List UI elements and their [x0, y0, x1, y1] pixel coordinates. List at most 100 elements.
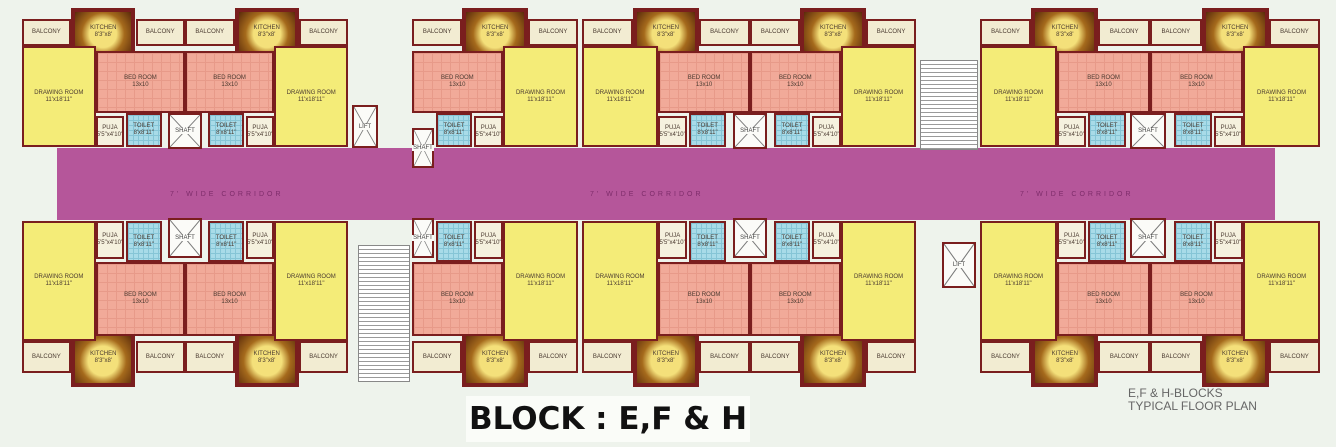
shaft: SHAFT: [733, 218, 767, 258]
balcony-label: BALCONY: [710, 353, 739, 360]
kitchen-label: 8'3"x8': [657, 358, 675, 365]
balcony: BALCONY: [185, 19, 235, 47]
balcony: BALCONY: [750, 19, 801, 47]
drawing-room-label: DRAWING ROOM: [286, 274, 336, 281]
kitchen-label: KITCHEN: [1221, 351, 1249, 358]
lift-label: LIFT: [951, 262, 967, 268]
drawing-room-label: 11'x18'11": [297, 96, 325, 103]
balcony: BALCONY: [527, 341, 579, 374]
balcony-label: BALCONY: [32, 353, 61, 360]
kitchen-label: 8'3"x8': [486, 358, 504, 365]
kitchen-label: KITCHEN: [819, 351, 847, 358]
puja-room-label: PUJA: [818, 124, 835, 131]
corridor-label: 7' WIDE CORRIDOR: [170, 191, 284, 198]
drawing-room-label: 11'x18'11": [606, 96, 634, 103]
toilet-label: 8'x8'11": [1182, 241, 1204, 248]
shaft: SHAFT: [1130, 218, 1166, 258]
shaft-label: SHAFT: [739, 128, 761, 134]
balcony: BALCONY: [412, 19, 463, 47]
balcony: BALCONY: [865, 341, 917, 374]
kitchen-label: 8'3"x8': [94, 32, 113, 39]
shaft-label: SHAFT: [412, 145, 434, 151]
drawing-room-label: 11'x18'11": [527, 281, 554, 288]
balcony-label: BALCONY: [1280, 353, 1309, 360]
balcony-label: BALCONY: [309, 353, 338, 360]
toilet-label: TOILET: [133, 123, 155, 130]
corridor-label: 7' WIDE CORRIDOR: [590, 191, 704, 198]
shaft: SHAFT: [412, 128, 434, 168]
balcony-label: BALCONY: [760, 353, 790, 360]
balcony-label: BALCONY: [195, 29, 225, 36]
drawing-room-label: DRAWING ROOM: [993, 89, 1043, 96]
shaft: SHAFT: [1130, 113, 1166, 149]
drawing-room-label: DRAWING ROOM: [853, 89, 904, 96]
balcony-label: BALCONY: [145, 353, 175, 360]
bed-room-label: BED ROOM: [687, 74, 721, 81]
balcony: BALCONY: [185, 341, 235, 374]
balcony: BALCONY: [1098, 19, 1150, 47]
balcony-label: BALCONY: [592, 353, 622, 360]
puja-room-label: PUJA: [480, 124, 497, 131]
balcony-label: BALCONY: [309, 29, 338, 36]
puja-room-label: 5'5"x4'10": [813, 239, 840, 246]
puja-room-label: PUJA: [664, 124, 681, 131]
balcony-label: BALCONY: [1109, 353, 1139, 360]
balcony-label: BALCONY: [760, 29, 790, 36]
kitchen-label: KITCHEN: [253, 25, 280, 32]
balcony-label: BALCONY: [991, 29, 1020, 36]
toilet-label: 8'x8'11": [443, 241, 465, 248]
caption-line-2: TYPICAL FLOOR PLAN: [1128, 399, 1257, 413]
balcony: BALCONY: [21, 19, 72, 47]
toilet-label: 8'x8'11": [1096, 130, 1118, 137]
toilet-label: 8'x8'11": [216, 241, 237, 248]
shaft-label: SHAFT: [174, 128, 196, 134]
bed-room-label: 13x10: [1095, 299, 1112, 306]
bed-room-label: BED ROOM: [1087, 292, 1120, 299]
balcony: BALCONY: [865, 19, 917, 47]
toilet-label: 8'x8'11": [697, 241, 718, 248]
balcony: BALCONY: [1268, 341, 1321, 374]
bed-room-label: 13x10: [221, 81, 238, 88]
bed-room-label: 13x10: [1095, 81, 1112, 88]
toilet-label: TOILET: [443, 123, 465, 130]
drawing-room-label: 11'x18'11": [45, 96, 73, 103]
balcony-label: BALCONY: [1280, 29, 1309, 36]
bed-room-label: BED ROOM: [213, 292, 246, 299]
puja-room-label: 5'5"x4'10": [1215, 239, 1242, 246]
balcony: BALCONY: [581, 19, 633, 47]
balcony: BALCONY: [298, 19, 349, 47]
toilet-label: TOILET: [781, 234, 803, 241]
kitchen-label: KITCHEN: [1051, 25, 1079, 32]
drawing-room-label: 11'x18'11": [865, 96, 892, 103]
balcony-label: BALCONY: [145, 29, 175, 36]
lift: LIFT: [352, 105, 378, 148]
